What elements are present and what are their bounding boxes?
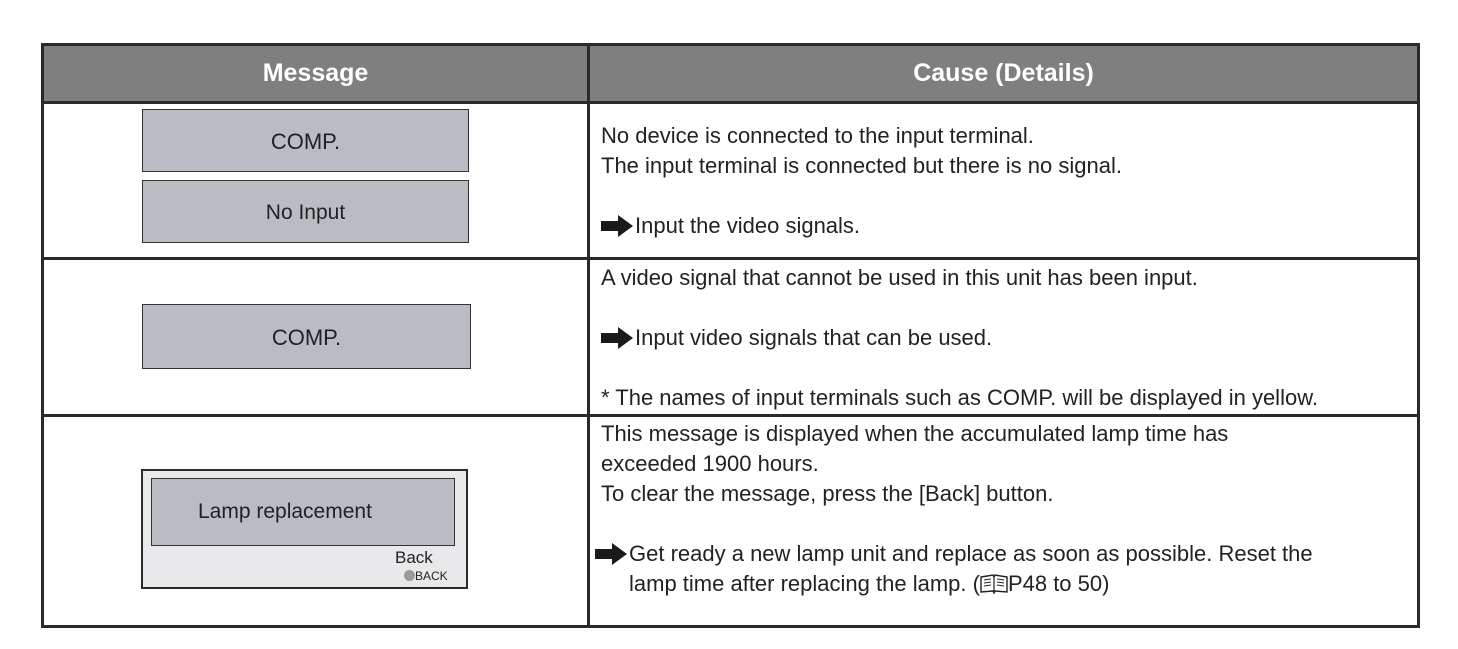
header-divider: [44, 101, 1417, 104]
screen-no-input: No Input: [142, 180, 469, 243]
arrow-right-icon: [601, 327, 633, 349]
cause-cell-1: No device is connected to the input term…: [601, 121, 1122, 241]
header-message: Message: [262, 59, 369, 87]
cause-text: To clear the message, press the [Back] b…: [601, 481, 1054, 506]
cause-text: This message is displayed when the accum…: [601, 421, 1229, 446]
action-text: Get ready a new lamp unit and replace as…: [629, 541, 1313, 566]
cause-text: A video signal that cannot be used in th…: [601, 265, 1198, 290]
back-button-label: BACK: [415, 569, 448, 583]
row-divider: [44, 257, 1417, 260]
page-reference: P48 to 50): [1007, 571, 1110, 596]
cause-text: exceeded 1900 hours.: [601, 451, 819, 476]
note-text: * The names of input terminals such as C…: [601, 385, 1318, 410]
lamp-screen-frame: Lamp replacement Back BACK: [141, 469, 468, 589]
column-divider: [587, 46, 590, 625]
cause-text: No device is connected to the input term…: [601, 123, 1034, 148]
troubleshooting-table: Message Cause (Details) COMP. No Input C…: [41, 43, 1420, 628]
arrow-right-icon: [601, 215, 633, 237]
cause-cell-2: A video signal that cannot be used in th…: [601, 263, 1318, 413]
cause-text: The input terminal is connected but ther…: [601, 153, 1122, 178]
action-text: Input video signals that can be used.: [635, 325, 993, 350]
row-divider: [44, 414, 1417, 417]
manual-reference-icon: [980, 574, 1008, 594]
action-text: lamp time after replacing the lamp. (: [629, 571, 980, 596]
arrow-right-icon: [595, 543, 627, 565]
button-dot-icon: [404, 570, 415, 581]
screen-lamp-replacement: Lamp replacement: [151, 478, 455, 546]
back-label: Back: [395, 548, 433, 567]
screen-comp: COMP.: [142, 304, 471, 369]
screen-comp: COMP.: [142, 109, 469, 172]
table-header: [44, 46, 1417, 101]
back-button-indicator: BACK: [404, 569, 448, 583]
header-cause: Cause (Details): [913, 59, 1094, 87]
action-text: Input the video signals.: [635, 213, 861, 238]
cause-cell-3: This message is displayed when the accum…: [595, 419, 1313, 599]
